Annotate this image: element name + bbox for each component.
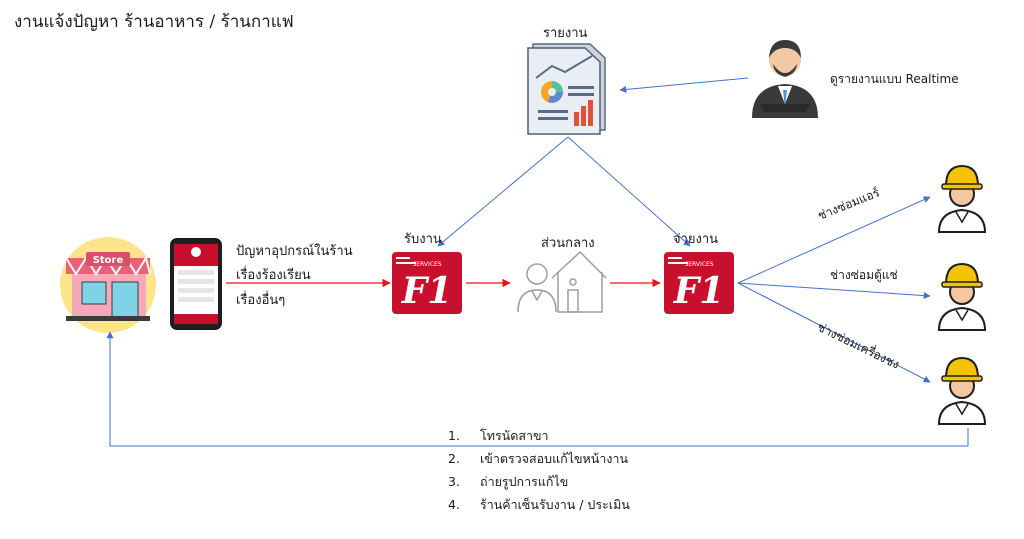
arrow-executive-to-report bbox=[619, 77, 749, 93]
step-number: 3. bbox=[448, 474, 460, 489]
step-text: เข้าตรวจสอบแก้ไขหน้างาน bbox=[480, 451, 629, 466]
f1-sub-label: SERVICES bbox=[412, 261, 441, 268]
store-icon bbox=[60, 237, 156, 333]
list-item: 4. ร้านค้าเซ็นรับงาน / ประเมิน bbox=[448, 493, 630, 516]
arrow-dispatch-to-tech-2 bbox=[737, 282, 931, 300]
list-item: 2. เข้าตรวจสอบแก้ไขหน้างาน bbox=[448, 447, 630, 470]
dispatch-label: จ่ายงาน bbox=[673, 232, 719, 247]
central-label: ส่วนกลาง bbox=[541, 236, 595, 251]
list-item: 1. โทรนัดสาขา bbox=[448, 424, 630, 447]
technician-icon bbox=[937, 356, 987, 425]
report-document-icon bbox=[527, 43, 606, 135]
issue-item: เรื่องร้องเรียน bbox=[236, 268, 311, 283]
executive-view-label: ดูรายงานแบบ Realtime bbox=[830, 72, 959, 86]
f1-label: F1 bbox=[401, 270, 453, 312]
arrow-report-to-receive bbox=[437, 136, 569, 247]
f1-sub-label: SERVICES bbox=[684, 261, 713, 268]
technician-icon bbox=[937, 262, 987, 331]
step-number: 1. bbox=[448, 428, 460, 443]
arrow-report-to-dispatch bbox=[567, 136, 691, 247]
service-steps-list: 1. โทรนัดสาขา 2. เข้าตรวจสอบแก้ไขหน้างาน 3… bbox=[448, 424, 630, 516]
report-label: รายงาน bbox=[543, 26, 588, 41]
arrow-dispatch-to-tech-1 bbox=[737, 196, 931, 284]
step-number: 2. bbox=[448, 451, 460, 466]
issue-item: เรื่องอื่นๆ bbox=[236, 293, 286, 308]
step-text: ถ่ายรูปการแก้ไข bbox=[480, 474, 569, 489]
executive-icon bbox=[752, 40, 818, 118]
arrow-dispatch-to-tech-3 bbox=[737, 282, 931, 383]
step-text: โทรนัดสาขา bbox=[480, 428, 549, 443]
central-office-icon bbox=[517, 250, 607, 313]
step-number: 4. bbox=[448, 497, 460, 512]
arrow-return-to-store bbox=[106, 331, 969, 447]
store-sign-label: Store bbox=[93, 255, 124, 266]
step-text: ร้านค้าเซ็นรับงาน / ประเมิน bbox=[480, 497, 630, 512]
f1-label: F1 bbox=[673, 270, 725, 312]
receive-label: รับงาน bbox=[404, 232, 442, 247]
technician-label: ช่างซ่อมตู้แช่ bbox=[830, 268, 898, 282]
technician-icon bbox=[937, 164, 987, 233]
f1-logo-icon bbox=[392, 252, 462, 314]
issue-item: ปัญหาอุปกรณ์ในร้าน bbox=[236, 244, 353, 259]
phone-app-icon bbox=[170, 238, 222, 330]
f1-logo-icon bbox=[664, 252, 734, 314]
list-item: 3. ถ่ายรูปการแก้ไข bbox=[448, 470, 630, 493]
page-title: งานแจ้งปัญหา ร้านอาหาร / ร้านกาแฟ bbox=[14, 12, 294, 32]
